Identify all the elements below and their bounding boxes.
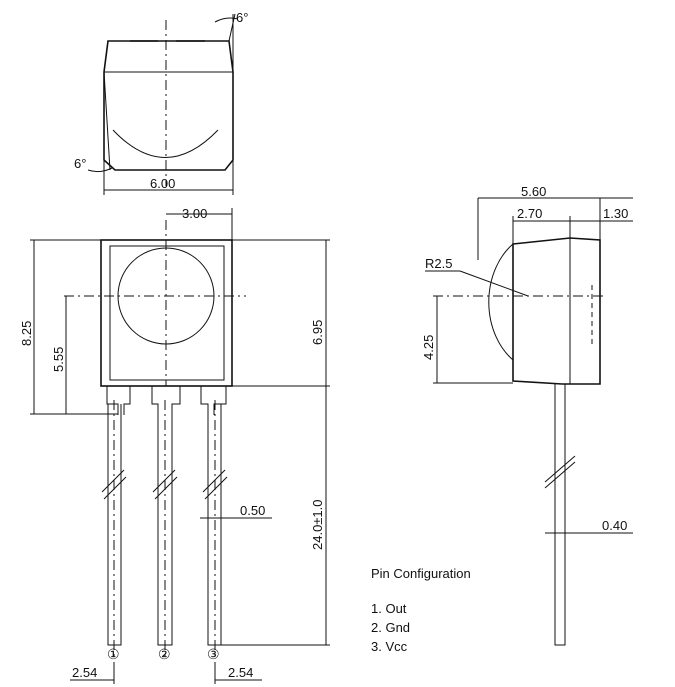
lead3-shoulder-left xyxy=(200,386,209,415)
pin-3-description: 3. Vcc xyxy=(371,639,408,654)
top-view: 6° 6° 6.00 xyxy=(74,10,248,195)
lead-break-marks xyxy=(101,469,228,500)
pin-number-1: ① xyxy=(107,646,120,662)
lens-center-label: 5.55 xyxy=(51,347,66,372)
pin-configuration-title: Pin Configuration xyxy=(371,566,471,581)
lead1-shoulder-right xyxy=(123,386,131,415)
top-view-body-outline xyxy=(103,40,234,171)
pin-1-description: 1. Out xyxy=(371,601,407,616)
lens-part-label: 2.70 xyxy=(517,206,542,221)
lead2-shoulder-right xyxy=(171,386,181,415)
lead3-shoulder-right xyxy=(213,386,227,415)
front-view: 3.00 8.25 5.55 6.95 24.0±1.0 0.50 ① ② ③ … xyxy=(19,206,330,684)
front-body-inner xyxy=(109,245,225,381)
lead-width-label: 0.50 xyxy=(240,503,265,518)
side-lens-arc xyxy=(488,243,514,361)
pin-number-3: ③ xyxy=(207,646,220,662)
body-part-label: 1.30 xyxy=(603,206,628,221)
top-view-lens-dome xyxy=(112,129,219,158)
side-lead-break-1 xyxy=(544,455,576,483)
side-lead xyxy=(554,384,566,646)
pin-number-2: ② xyxy=(158,646,171,662)
side-lead-break-2 xyxy=(544,461,576,489)
body-height-label: 6.95 xyxy=(310,320,325,345)
pitch-left-label: 2.54 xyxy=(72,665,97,680)
radius-leader xyxy=(459,270,529,297)
radius-label: R2.5 xyxy=(425,256,452,271)
bottom-angle-label: 6° xyxy=(74,156,86,171)
lead1-shoulder-left xyxy=(106,386,119,415)
lead-length-label: 24.0±1.0 xyxy=(310,499,325,550)
lead-thickness-label: 0.40 xyxy=(602,518,627,533)
width-label: 6.00 xyxy=(150,176,175,191)
top-angle-label: 6° xyxy=(236,10,248,25)
bottom-angle-arc xyxy=(87,167,113,173)
lens-diameter-label: 3.00 xyxy=(182,206,207,221)
side-height-label: 4.25 xyxy=(421,335,436,360)
top-angle-arc xyxy=(214,17,239,23)
side-body-outline xyxy=(512,237,601,385)
side-view: 5.60 2.70 1.30 R2.5 4.25 0.40 xyxy=(421,184,633,646)
pitch-right-label: 2.54 xyxy=(228,665,253,680)
bottom-angle-leader xyxy=(103,71,111,171)
pin-2-description: 2. Gnd xyxy=(371,620,411,635)
lead2-shoulder-left xyxy=(151,386,159,415)
total-height-label: 8.25 xyxy=(19,321,34,346)
depth-label: 5.60 xyxy=(521,184,546,199)
